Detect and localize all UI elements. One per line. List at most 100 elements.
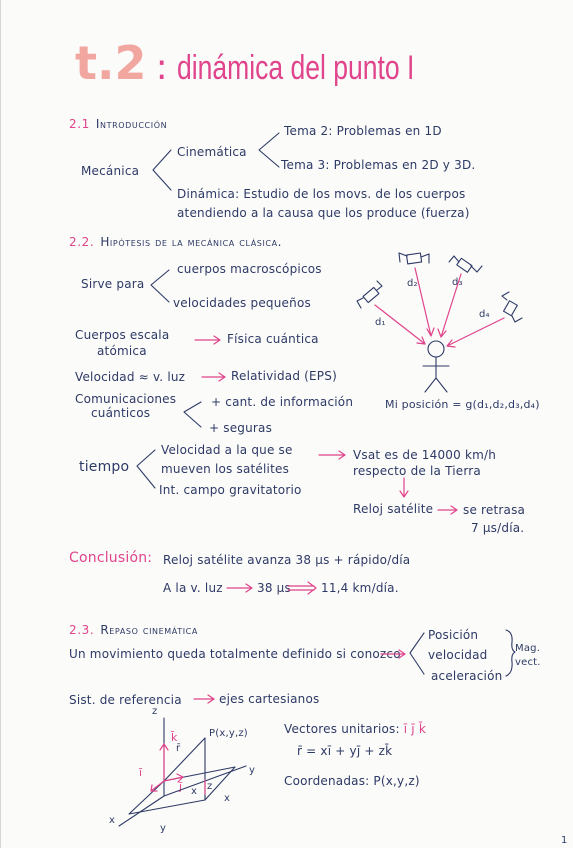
- axis-x-label: x: [109, 815, 116, 826]
- arrow-d1: [374, 304, 426, 345]
- section-title: Repaso cinemática: [100, 623, 198, 637]
- comunicaciones-2: cuánticos: [91, 406, 151, 420]
- r-definicion: r̄ = xī + yj̄ + zk̄: [297, 744, 393, 758]
- tiempo-label: tiempo: [79, 459, 130, 475]
- axis-y-label: y: [249, 765, 256, 776]
- label-d2: d₂: [407, 278, 418, 289]
- label-d4: d₄: [479, 309, 490, 320]
- movimiento-definido: Un movimiento queda totalmente definido …: [69, 647, 401, 661]
- arrow-fisica-cuantica: [194, 335, 221, 345]
- reloj-satelite: Reloj satélite: [353, 502, 434, 516]
- unit-vector-j: [163, 773, 184, 783]
- arrow-d4: [446, 317, 505, 348]
- vector-k-label: k̄: [171, 731, 178, 744]
- ejes-cartesianos: ejes cartesianos: [219, 692, 320, 706]
- escala-atomica-1: Cuerpos escala: [75, 328, 170, 342]
- bracket-mecanica: [152, 149, 172, 191]
- sistema-referencia: Sist. de referencia: [69, 693, 182, 707]
- arrow-conclusion-1: [226, 583, 253, 593]
- page-number: 1: [561, 835, 568, 846]
- label-d3: d₃: [452, 277, 463, 288]
- vectores-unitarios-ijk: ī j̄ k̄: [403, 722, 426, 736]
- escala-atomica-2: atómica: [97, 344, 147, 358]
- luz-label: A la v. luz: [163, 581, 223, 595]
- arrow-d2: [414, 267, 435, 337]
- section-number: 2.2.: [69, 235, 95, 249]
- conclusion-text: Reloj satélite avanza 38 μs + rápido/día: [163, 553, 411, 567]
- velocidades-pequenas: velocidades pequeños: [173, 296, 311, 310]
- posicion-item: Posición: [428, 628, 479, 642]
- satellite-d4: [501, 291, 523, 323]
- arrow-conclusion-2: [287, 581, 317, 595]
- unit-vector-k: [159, 743, 169, 782]
- velocidad-luz: Velocidad ≈ v. luz: [75, 370, 186, 384]
- cinematica-label: Cinemática: [177, 145, 247, 159]
- axis-z-label: z: [152, 706, 158, 717]
- section-2-3-heading: 2.3. Repaso cinemática: [69, 623, 198, 637]
- bracket-movimiento: [409, 632, 425, 675]
- diagram-x2-label: x: [191, 786, 198, 797]
- relatividad: Relatividad (EPS): [231, 369, 337, 383]
- unit-vector-i: [150, 780, 165, 792]
- velocidad-satelites-2: mueven los satélites: [161, 462, 290, 476]
- vectores-unitarios-label: Vectores unitarios:: [284, 722, 400, 736]
- coordenadas: Coordenadas: P(x,y,z): [284, 774, 420, 788]
- satellite-d3: [448, 255, 483, 273]
- cantidad-informacion: + cant. de información: [211, 395, 354, 409]
- arrow-ejes: [193, 694, 215, 704]
- vsat-2: respecto de la Tierra: [353, 464, 481, 478]
- velocidad-satelites-1: Velocidad a la que se: [161, 443, 293, 457]
- fisica-cuantica: Física cuántica: [227, 332, 319, 346]
- comunicaciones-1: Comunicaciones: [75, 392, 177, 406]
- section-title: Hipótesis de la mecánica clásica.: [100, 235, 283, 249]
- vsat-1: Vsat es de 14000 km/h: [353, 448, 497, 462]
- luz-km: 11,4 km/día.: [321, 581, 399, 595]
- sirve-para-label: Sirve para: [81, 277, 145, 291]
- section-number: 2.3.: [69, 623, 95, 637]
- arrow-se-retrasa: [437, 505, 458, 515]
- se-retrasa: se retrasa: [463, 503, 526, 517]
- mag-vect-1: Mag.: [515, 643, 541, 654]
- arrow-reloj-down: [399, 477, 409, 498]
- arrow-movimiento: [380, 649, 406, 659]
- satellite-d1: [356, 280, 383, 309]
- diagram-x-label: x: [224, 793, 231, 804]
- luz-us: 38 μs: [257, 581, 291, 595]
- satellite-d2: [398, 252, 430, 265]
- campo-gravitatorio: Int. campo gravitatorio: [159, 483, 302, 497]
- bracket-sirve-para: [150, 269, 170, 303]
- aceleracion-item: aceleración: [431, 669, 503, 683]
- arrow-relatividad: [201, 372, 226, 382]
- bracket-comunicaciones: [183, 401, 202, 428]
- bracket-cinematica: [258, 132, 280, 168]
- conclusion-label: Conclusión:: [69, 550, 153, 566]
- tema2-text: Tema 2: Problemas en 1D: [284, 124, 442, 138]
- title-number: t.2: [75, 36, 147, 90]
- brace-mag-vect: [505, 629, 516, 677]
- vector-r-label: r̄: [176, 743, 181, 754]
- retraso-valor: 7 μs/día.: [471, 521, 525, 535]
- label-d1: d₁: [375, 317, 386, 328]
- cuerpos-macroscopicos: cuerpos macroscópicos: [177, 262, 322, 276]
- mi-posicion: Mi posición = g(d₁,d₂,d₃,d₄): [385, 398, 540, 411]
- vectores-unitarios: Vectores unitarios: ī j̄ k̄: [284, 722, 426, 736]
- point-p-label: P(x,y,z): [209, 728, 248, 739]
- title-text: dinámica del punto I: [176, 49, 415, 87]
- section-2-2-heading: 2.2. Hipótesis de la mecánica clásica.: [69, 235, 282, 249]
- section-title: Introducción: [95, 117, 168, 131]
- vector-j-label: j̄: [179, 780, 183, 793]
- mag-vect-2: vect.: [515, 657, 541, 668]
- diagram-y-label: y: [160, 823, 167, 834]
- mas-seguras: + seguras: [209, 421, 273, 435]
- box-edge: [128, 766, 236, 815]
- arrow-d3: [437, 273, 462, 338]
- arrow-vsat: [318, 450, 346, 460]
- mecanica-label: Mecánica: [81, 164, 140, 178]
- dinamica-text-1: Dinámica: Estudio de los movs. de los cu…: [177, 187, 466, 201]
- page-title: t.2 : dinámica del punto I: [75, 36, 415, 90]
- tema3-text: Tema 3: Problemas en 2D y 3D.: [281, 158, 476, 172]
- person-head: [427, 340, 445, 358]
- dinamica-text-2: atendiendo a la causa que los produce (f…: [177, 206, 470, 220]
